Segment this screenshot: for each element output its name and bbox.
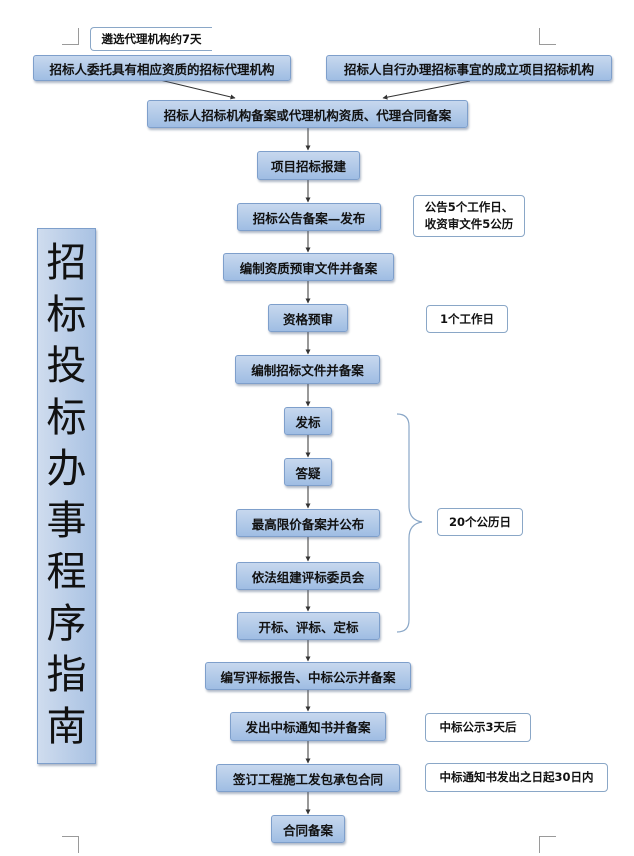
step-label: 合同备案 — [282, 822, 333, 838]
step-entrust-agency: 招标人委托具有相应资质的招标代理机构 — [33, 55, 291, 81]
crop-mark-bottom-right — [539, 836, 556, 853]
title-char: 办 — [46, 446, 87, 493]
step-label: 编制招标文件并备案 — [251, 363, 364, 378]
note-line: 中标通知书发出之日起30日内 — [439, 770, 594, 784]
note-line: 20个公历日 — [448, 514, 511, 529]
step-bidding-docs: 编制招标文件并备案 — [235, 355, 380, 384]
publicity-note: 中标公示3天后 — [425, 713, 531, 742]
vertical-title: 招 标 投 标 办 事 程 序 指 南 — [37, 228, 96, 764]
step-label: 发出中标通知书并备案 — [245, 720, 371, 735]
crop-mark-top-left — [62, 28, 79, 45]
step-label: 招标公告备案—发布 — [252, 210, 366, 226]
step-price-ceiling: 最高限价备案并公布 — [236, 509, 380, 537]
step-label: 发标 — [295, 414, 321, 430]
arrow-s1a-s2 — [159, 79, 236, 100]
step-label: 招标人委托具有相应资质的招标代理机构 — [49, 61, 275, 77]
step-prequal-docs: 编制资质预审文件并备案 — [223, 253, 394, 281]
step-label: 签订工程施工发包承包合同 — [232, 771, 383, 787]
step-project-registration: 项目招标报建 — [257, 151, 360, 180]
title-char: 标 — [46, 394, 87, 441]
step-self-organize: 招标人自行办理招标事宜的成立项目招标机构 — [326, 55, 612, 81]
step-evaluation-report: 编写评标报告、中标公示并备案 — [205, 662, 411, 690]
step-label: 依法组建评标委员会 — [251, 569, 365, 585]
title-char: 事 — [46, 497, 87, 544]
crop-mark-top-right — [539, 28, 556, 45]
step-prequalification: 资格预审 — [268, 304, 348, 332]
step-label: 招标人招标机构备案或代理机构资质、代理合同备案 — [163, 107, 452, 123]
title-char: 标 — [46, 291, 87, 338]
step-evaluation-committee: 依法组建评标委员会 — [236, 562, 380, 590]
step-contract-filing: 合同备案 — [271, 815, 345, 843]
announcement-duration-note: 公告5个工作日、 收资审文件5公历 — [413, 195, 525, 237]
step-label: 资格预审 — [282, 311, 333, 327]
step-sign-contract: 签订工程施工发包承包合同 — [216, 764, 400, 792]
curly-brace — [396, 413, 423, 633]
step-label: 开标、评标、定标 — [258, 619, 359, 635]
arrow-s1b-s2 — [382, 80, 471, 100]
step-award-notice: 发出中标通知书并备案 — [230, 712, 386, 741]
step-label: 最高限价备案并公布 — [251, 516, 365, 532]
step-qa: 答疑 — [284, 458, 332, 486]
step-issue-bids: 发标 — [284, 407, 332, 435]
agency-selection-note: 遴选代理机构约7天 — [90, 27, 212, 51]
title-char: 招 — [46, 240, 87, 286]
title-char: 指 — [46, 652, 87, 699]
note-line: 公告5个工作日、 — [424, 200, 514, 214]
step-agency-filing: 招标人招标机构备案或代理机构资质、代理合同备案 — [147, 100, 468, 128]
title-char: 序 — [46, 600, 87, 647]
step-label: 招标人自行办理招标事宜的成立项目招标机构 — [343, 61, 594, 77]
step-open-evaluate-award: 开标、评标、定标 — [237, 612, 380, 640]
title-char: 程 — [46, 549, 87, 596]
crop-mark-bottom-left — [62, 836, 79, 853]
step-label: 编写评标报告、中标公示并备案 — [220, 669, 396, 685]
title-char: 南 — [46, 703, 87, 750]
prequal-duration-note: 1个工作日 — [426, 305, 508, 333]
bidding-period-note: 20个公历日 — [437, 508, 523, 536]
title-char: 投 — [46, 343, 87, 390]
step-label: 项目招标报建 — [270, 159, 346, 174]
note-line: 收资审文件5公历 — [424, 217, 514, 231]
note-line: 1个工作日 — [439, 311, 494, 326]
step-announcement: 招标公告备案—发布 — [237, 203, 381, 231]
step-label: 编制资质预审文件并备案 — [239, 260, 378, 276]
contract-deadline-note: 中标通知书发出之日起30日内 — [425, 763, 608, 792]
agency-selection-note-text: 遴选代理机构约7天 — [101, 31, 202, 46]
step-label: 答疑 — [295, 465, 321, 481]
note-line: 中标公示3天后 — [439, 720, 517, 734]
